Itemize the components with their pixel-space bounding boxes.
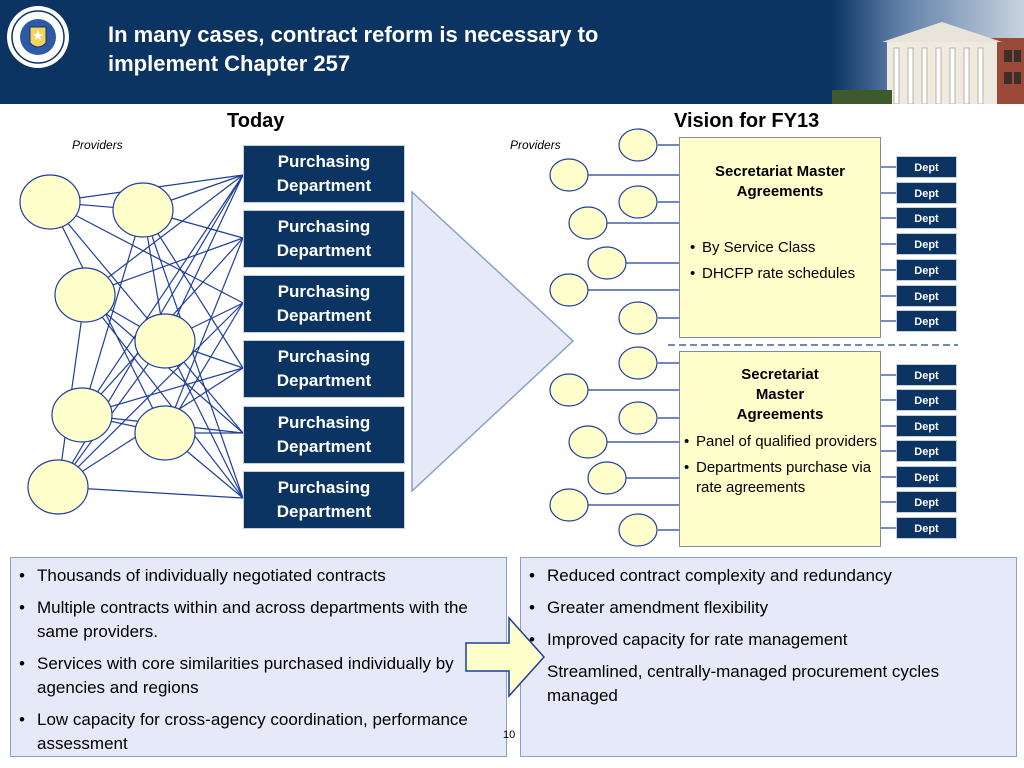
agreement-title: Secretariat Master Agreements: [714, 163, 846, 200]
agreement-bullet: Departments purchase via rate agreements: [684, 458, 879, 498]
agreement-bullet: DHCFP rate schedules: [690, 264, 870, 284]
today-summary-list: Thousands of individually negotiated con…: [15, 564, 500, 764]
summary-bullet: Low capacity for cross-agency coordinati…: [15, 708, 500, 756]
today-network-diagram: [19, 174, 244, 515]
purchasing-department-box: Purchasing Department: [243, 210, 405, 268]
dept-box: Dept: [896, 364, 957, 386]
provider-node: [618, 301, 658, 335]
dept-box: Dept: [896, 182, 957, 204]
dept-box: Dept: [896, 491, 957, 513]
summary-bullet: Multiple contracts within and across dep…: [15, 596, 500, 644]
provider-node: [549, 273, 589, 307]
provider-node: [587, 461, 627, 495]
provider-node: [112, 182, 174, 238]
dept-box: Dept: [896, 310, 957, 332]
vision-network-diagram: [549, 128, 958, 547]
summary-bullet: Streamlined, centrally-managed procureme…: [547, 662, 940, 705]
dept-box: Dept: [896, 156, 957, 178]
state-seal-icon: [7, 6, 69, 68]
provider-node: [51, 387, 113, 443]
page-title: In many cases, contract reform is necess…: [108, 20, 748, 78]
dept-box: Dept: [896, 440, 957, 462]
right-arrow-icon: [465, 616, 546, 698]
purchasing-department-box: Purchasing Department: [243, 471, 405, 529]
provider-node: [134, 405, 196, 461]
provider-node: [568, 206, 608, 240]
purchasing-department-box: Purchasing Department: [243, 406, 405, 464]
agreement-title: Secretariat Master Agreements: [736, 366, 824, 423]
dept-box: Dept: [896, 259, 957, 281]
agreement-bullets: Panel of qualified providers Departments…: [684, 432, 879, 504]
secretariat-master-agreements-bottom: Secretariat Master Agreements Panel of q…: [679, 351, 881, 547]
dept-box: Dept: [896, 415, 957, 437]
today-heading: Today: [227, 110, 285, 132]
provider-node: [618, 128, 658, 162]
provider-node: [54, 267, 116, 323]
purchasing-department-box: Purchasing Department: [243, 145, 405, 203]
dept-box: Dept: [896, 389, 957, 411]
vision-summary-list: Reduced contract complexity and redundan…: [525, 564, 1013, 716]
provider-node: [134, 313, 196, 369]
dept-box: Dept: [896, 285, 957, 307]
provider-node: [618, 401, 658, 435]
dept-box: Dept: [896, 207, 957, 229]
agreement-bullet: Panel of qualified providers: [684, 432, 879, 452]
provider-node: [549, 488, 589, 522]
summary-bullet: Greater amendment flexibility: [525, 596, 1013, 620]
summary-bullet: Reduced contract complexity and redundan…: [525, 564, 1013, 588]
vision-heading: Vision for FY13: [674, 110, 820, 132]
vision-providers-label: Providers: [510, 138, 561, 152]
title-line-2: implement Chapter 257: [108, 51, 351, 76]
dept-box: Dept: [896, 233, 957, 255]
today-providers-label: Providers: [72, 138, 123, 152]
vision-summary-box: Reduced contract complexity and redundan…: [520, 557, 1017, 757]
dept-box: Dept: [896, 517, 957, 539]
today-summary-box: Thousands of individually negotiated con…: [10, 557, 507, 757]
agreement-bullet: By Service Class: [690, 238, 870, 258]
purchasing-department-box: Purchasing Department: [243, 340, 405, 398]
transition-arrow-icon: [411, 190, 575, 493]
secretariat-master-agreements-top: Secretariat Master Agreements By Service…: [679, 137, 881, 338]
provider-node: [618, 513, 658, 547]
provider-node: [549, 373, 589, 407]
agreement-bullets: By Service Class DHCFP rate schedules: [690, 238, 870, 290]
summary-bullet: Services with core similarities purchase…: [15, 652, 500, 700]
provider-node: [618, 346, 658, 380]
dept-box: Dept: [896, 466, 957, 488]
summary-bullet: Thousands of individually negotiated con…: [15, 564, 500, 588]
provider-node: [27, 459, 89, 515]
provider-node: [587, 246, 627, 280]
page-number: 10: [503, 729, 516, 741]
provider-node: [19, 174, 81, 230]
provider-node: [568, 425, 608, 459]
provider-node: [618, 185, 658, 219]
state-house-image: [832, 0, 1024, 104]
purchasing-department-box: Purchasing Department: [243, 275, 405, 333]
provider-node: [549, 158, 589, 192]
title-line-1: In many cases, contract reform is necess…: [108, 22, 599, 47]
summary-bullet: Improved capacity for rate management: [525, 628, 1013, 652]
